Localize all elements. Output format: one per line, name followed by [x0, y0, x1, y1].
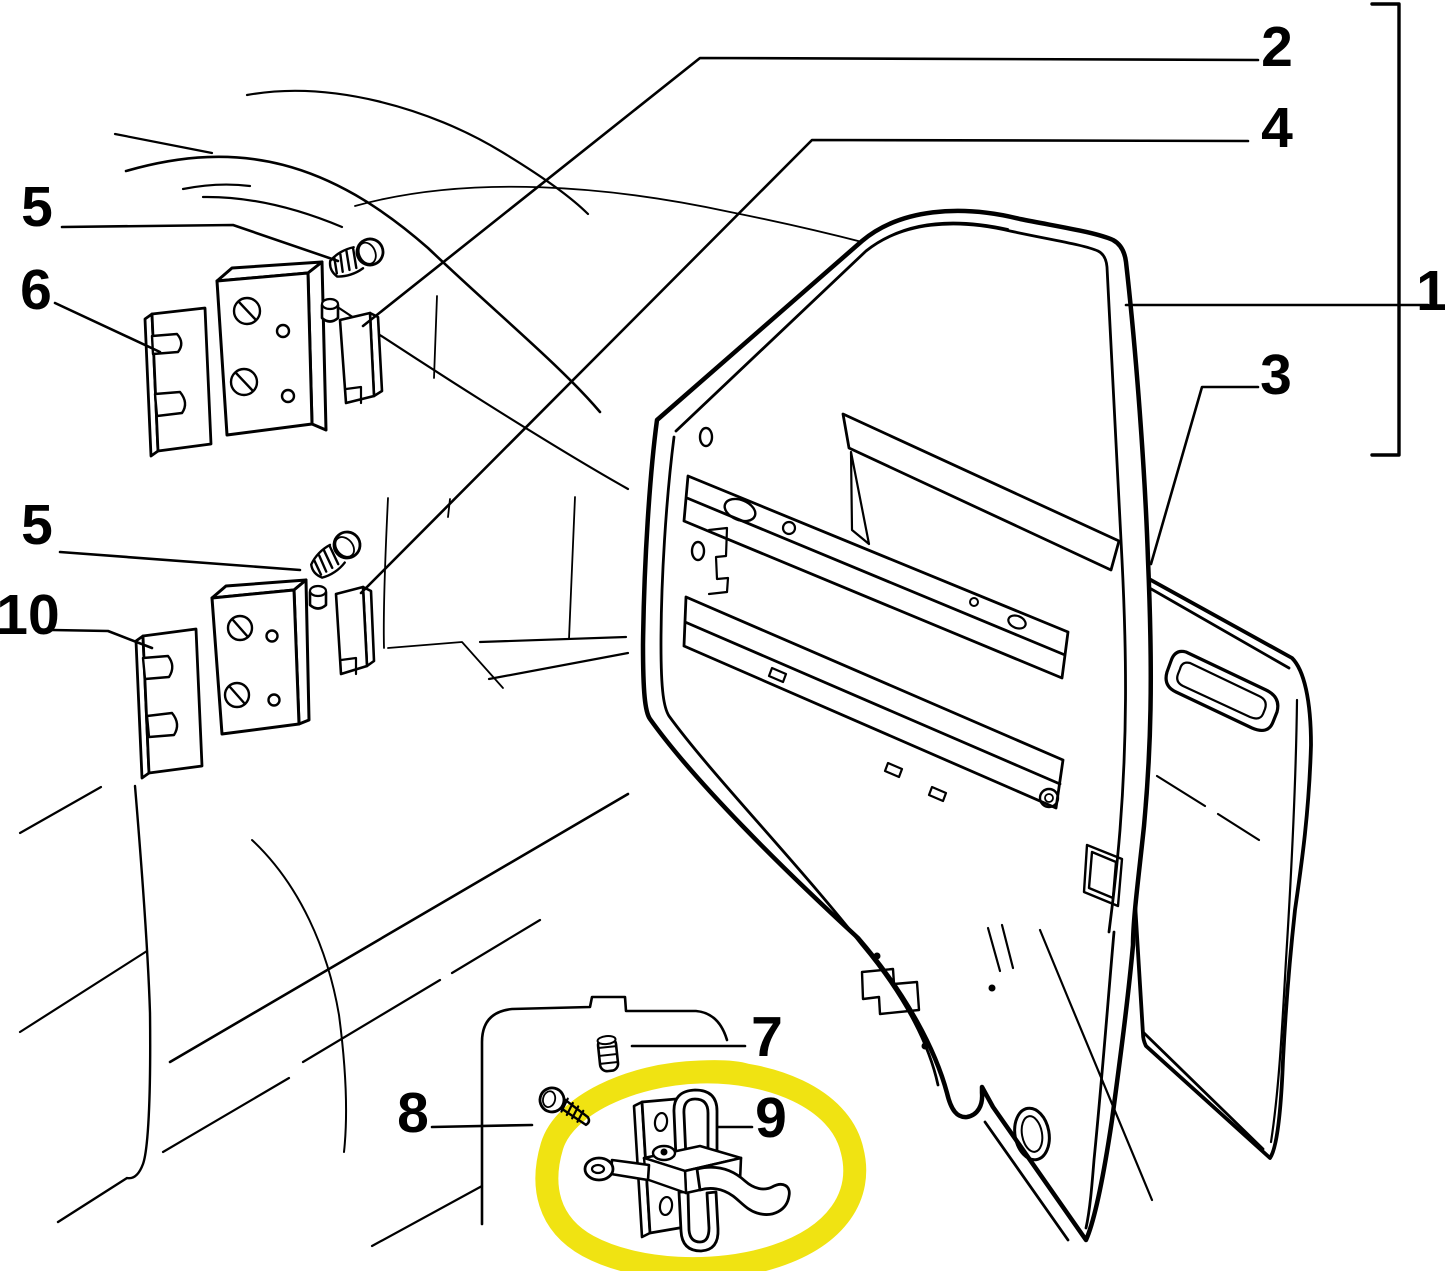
car-body-sketch: [18, 89, 867, 1248]
callout-4: 4: [1261, 96, 1293, 160]
check-strap-band-lower: [677, 1190, 720, 1253]
leader-5-upper: [60, 223, 340, 263]
callout-5-lower: 5: [21, 493, 53, 557]
leader-10: [50, 628, 154, 650]
group-bracket-1: [1370, 2, 1401, 457]
check-strap-hook: [695, 1165, 791, 1216]
leader-3: [1149, 385, 1260, 566]
lower-hinge: [210, 578, 376, 736]
check-strap-pin: [596, 1034, 620, 1073]
rocker-sill-edge: [480, 995, 729, 1226]
upper-hinge-screw: [324, 233, 389, 283]
leader-5-lower: [58, 550, 302, 572]
leader-4: [359, 138, 1250, 595]
door-inner-panel: [640, 208, 1154, 1243]
door-pull-recess: [1164, 649, 1280, 733]
upper-hinge: [215, 260, 384, 437]
impact-beam: [682, 595, 1065, 810]
belt-beam: [682, 474, 1070, 680]
window-glass-slot: [841, 412, 1121, 572]
leader-2: [361, 56, 1260, 328]
callout-labels: 1 2 3 4 5 5 6 7 8 9 10: [0, 15, 1445, 1150]
callout-5-upper: 5: [21, 175, 53, 239]
check-strap-screw: [538, 1086, 591, 1127]
callout-1: 1: [1416, 259, 1445, 323]
callout-8: 8: [397, 1081, 429, 1145]
lower-hinge-screw: [304, 525, 367, 584]
lock-hole: [1082, 843, 1124, 908]
callout-3: 3: [1260, 343, 1292, 407]
lower-hinge-shim: [134, 627, 204, 780]
upper-hinge-shim: [143, 306, 213, 458]
door-check-strap: [583, 1088, 791, 1253]
callout-2: 2: [1261, 15, 1293, 79]
highlight-ring: [535, 1060, 867, 1271]
callout-10: 10: [0, 583, 60, 647]
leader-lines: [50, 2, 1430, 1129]
leader-6: [53, 301, 162, 354]
callout-7: 7: [751, 1005, 783, 1069]
callout-6: 6: [20, 258, 52, 322]
leader-8: [430, 1123, 534, 1129]
door-outer-panel: [1129, 572, 1313, 1160]
check-strap-arm: [609, 1158, 651, 1182]
callout-9: 9: [755, 1086, 787, 1150]
